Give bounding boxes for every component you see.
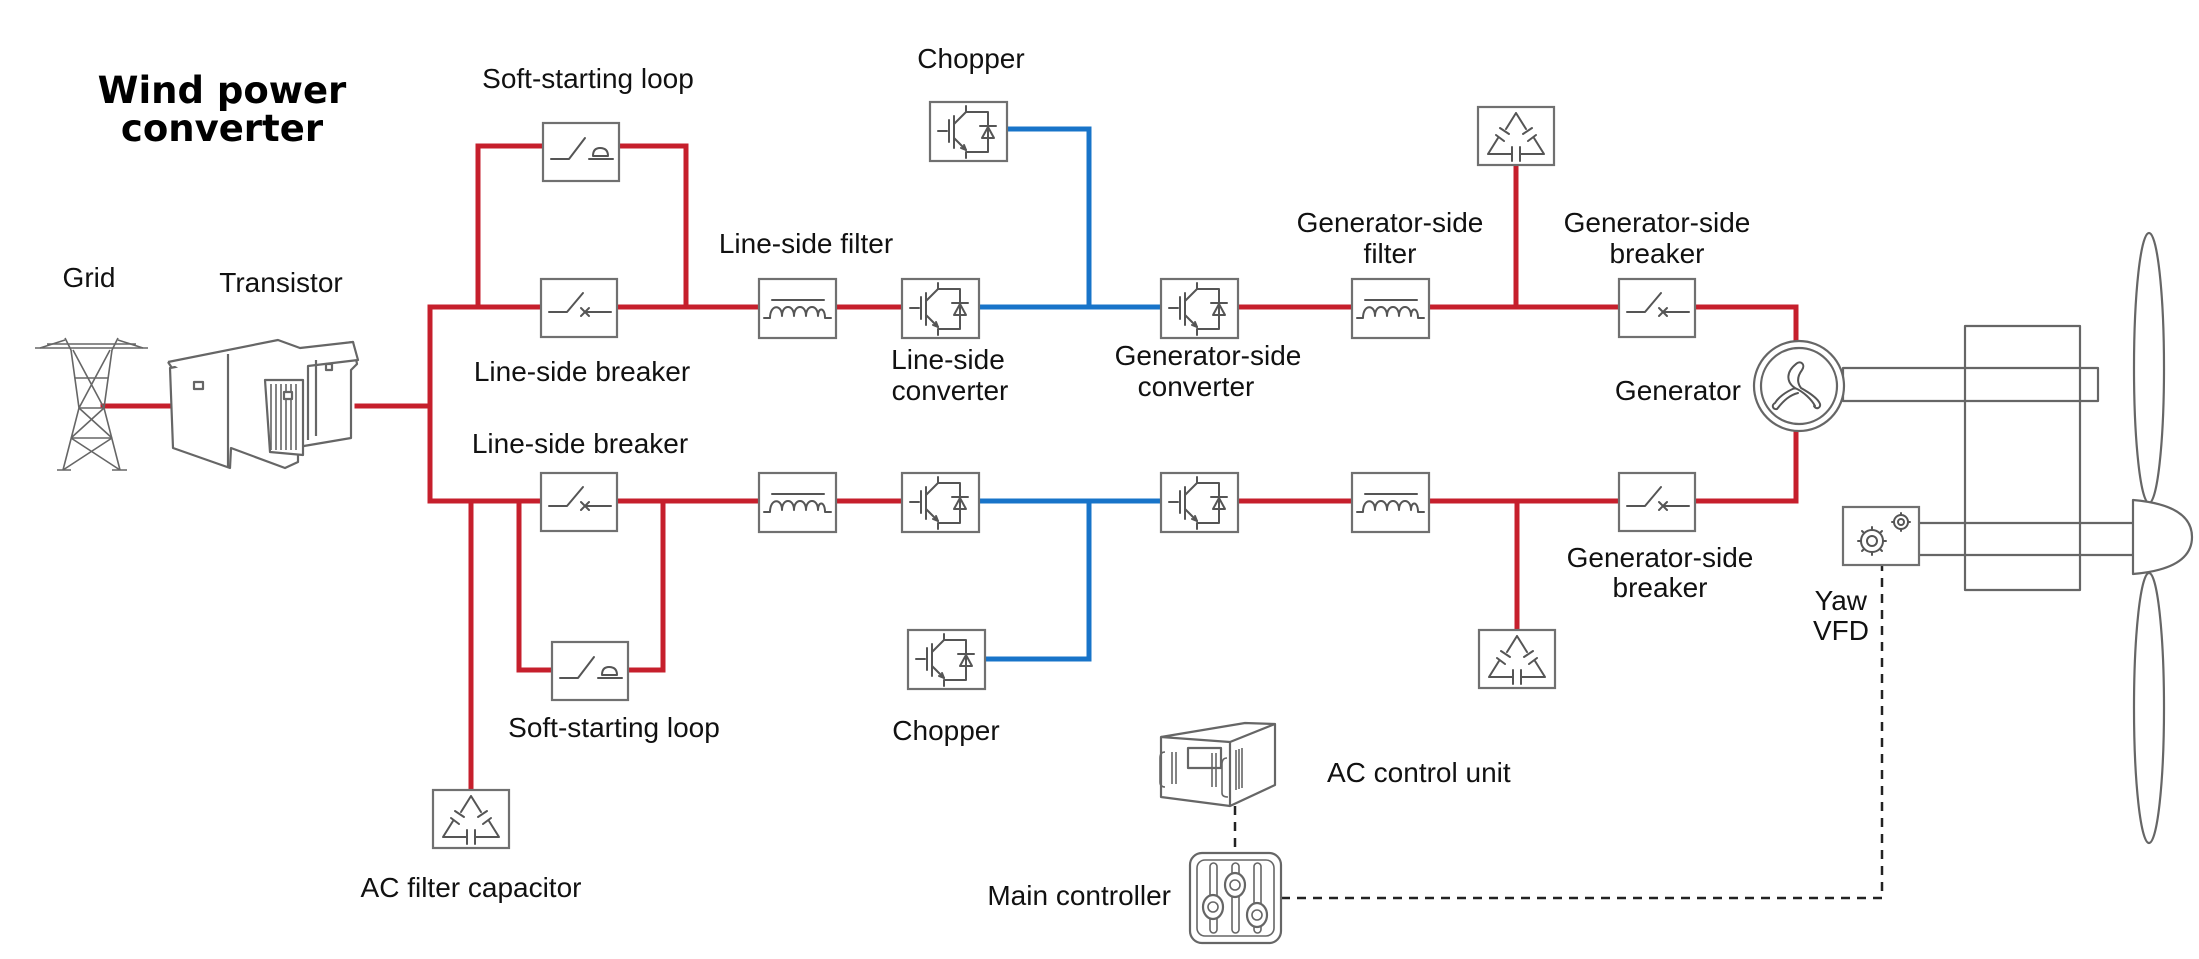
gears-icon xyxy=(1841,505,1921,567)
sliders-icon xyxy=(1188,851,1283,945)
rack-unit-icon xyxy=(1159,721,1277,808)
wind-turbine-rotor-icon xyxy=(1841,231,2194,845)
line-side-breaker-top-icon xyxy=(539,277,619,339)
generator-side-converter-bottom-icon xyxy=(1159,471,1240,534)
ac-filter-capacitor-icon xyxy=(431,788,511,850)
transistor-label: Transistor xyxy=(219,267,342,298)
generator-side-capacitor-top-icon xyxy=(1476,105,1556,167)
diagram-title-line-1: Wind power xyxy=(98,69,347,112)
main-controller-label: Main controller xyxy=(987,880,1171,911)
line-side-filter-label: Line-side filter xyxy=(719,228,893,259)
generator-label: Generator xyxy=(1615,375,1741,406)
generator-side-breaker-top-label-line-2: breaker xyxy=(1610,238,1705,269)
dc-link-wiring xyxy=(976,126,1164,662)
yaw-vfd-label-line-1: Yaw xyxy=(1815,585,1868,616)
line-side-breaker-bottom-label: Line-side breaker xyxy=(472,428,688,459)
generator-side-breaker-bottom-label-line-2: breaker xyxy=(1613,572,1708,603)
generator-side-filter-label-line-1: Generator-side xyxy=(1297,207,1484,238)
grid-label: Grid xyxy=(63,262,116,293)
ac-filter-capacitor-label: AC filter capacitor xyxy=(361,872,582,903)
generator-side-breaker-top-label-line-1: Generator-side xyxy=(1564,207,1751,238)
diagram-title-line-2: converter xyxy=(121,107,324,150)
line-side-converter-bottom-icon xyxy=(900,471,981,534)
generator-side-filter-label-line-2: filter xyxy=(1364,238,1417,269)
chopper-bottom-label: Chopper xyxy=(892,715,999,746)
generator-side-converter-label-line-1: Generator-side xyxy=(1115,340,1302,371)
line-side-converter-top-icon xyxy=(900,277,981,340)
generator-side-capacitor-bottom-icon xyxy=(1477,628,1557,690)
generator-side-converter-top-icon xyxy=(1159,277,1240,340)
control-signal-wiring xyxy=(1233,565,1884,900)
yaw-vfd-label-line-2: VFD xyxy=(1813,615,1869,646)
generator-icon xyxy=(1752,339,1846,433)
soft-starting-loop-top-label: Soft-starting loop xyxy=(482,63,694,94)
line-side-breaker-top-label: Line-side breaker xyxy=(474,356,690,387)
line-side-breaker-bottom-icon xyxy=(539,471,619,533)
soft-starting-loop-bottom-icon xyxy=(550,640,630,702)
line-side-converter-label-line-2: converter xyxy=(892,375,1009,406)
line-side-filter-bottom-icon xyxy=(757,471,838,534)
ac-power-wiring xyxy=(100,143,1799,793)
soft-starting-loop-top-icon xyxy=(541,121,621,183)
generator-side-breaker-bottom-icon xyxy=(1617,471,1697,533)
generator-side-breaker-bottom-label-line-1: Generator-side xyxy=(1567,542,1754,573)
generator-side-breaker-top-icon xyxy=(1617,277,1697,339)
line-side-filter-top-icon xyxy=(757,277,838,340)
ac-control-unit-label: AC control unit xyxy=(1327,757,1511,788)
chopper-top-icon xyxy=(928,100,1009,163)
line-side-converter-label-line-1: Line-side xyxy=(891,344,1005,375)
generator-side-converter-label-line-2: converter xyxy=(1138,371,1255,402)
transmission-tower-icon xyxy=(35,337,148,471)
chopper-bottom-icon xyxy=(906,628,987,691)
chopper-top-label: Chopper xyxy=(917,43,1024,74)
generator-side-filter-bottom-icon xyxy=(1350,471,1431,534)
substation-transformer-icon xyxy=(167,338,360,470)
soft-starting-loop-bottom-label: Soft-starting loop xyxy=(508,712,720,743)
generator-side-filter-top-icon xyxy=(1350,277,1431,340)
